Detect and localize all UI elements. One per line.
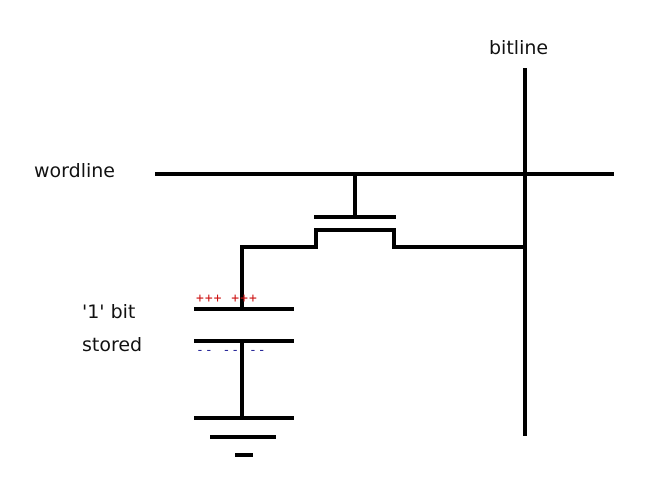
- bit-stored-label-line1: '1' bit: [82, 301, 136, 323]
- bit-stored-label-line2: stored: [82, 334, 143, 356]
- wordline-label: wordline: [34, 160, 115, 182]
- negative-charges: -- -- --: [196, 343, 267, 358]
- transistor-channel: [240, 228, 527, 249]
- positive-charges: +++ +++: [196, 291, 258, 306]
- bitline-label: bitline: [489, 37, 549, 59]
